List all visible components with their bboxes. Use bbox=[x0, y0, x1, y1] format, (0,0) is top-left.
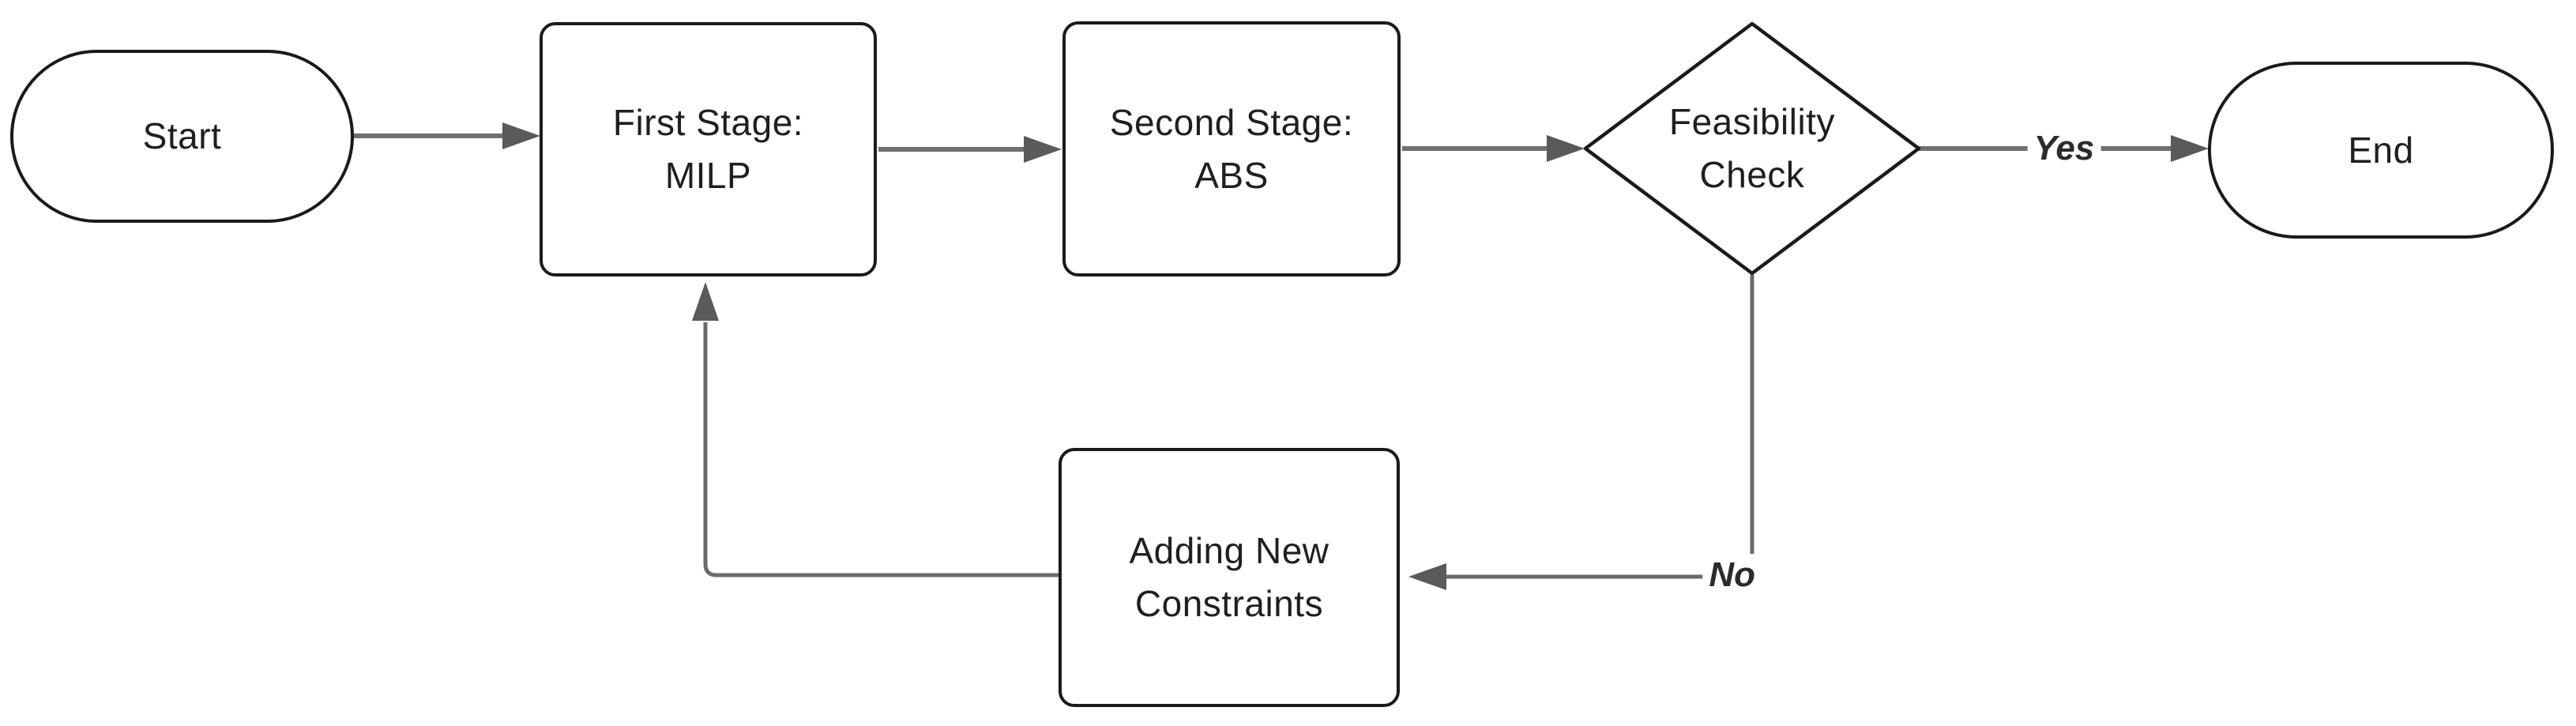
decision-diamond-shape bbox=[1583, 21, 1921, 276]
node-second-stage: Second Stage: ABS bbox=[1062, 21, 1401, 276]
arrowhead-right-icon bbox=[1547, 135, 1585, 162]
node-label-line2: ABS bbox=[1194, 154, 1269, 196]
node-end: End bbox=[2208, 62, 2554, 239]
node-label-line2: MILP bbox=[664, 155, 752, 196]
node-feasibility-check-label: Feasibility Check bbox=[1594, 93, 1910, 204]
node-label-line1: First Stage: bbox=[612, 102, 804, 143]
edge-second-stage-to-feasibility-check bbox=[1402, 135, 1585, 162]
arrowhead-up-icon bbox=[692, 282, 719, 321]
node-label: Start bbox=[142, 115, 222, 156]
arrowhead-right-icon bbox=[2171, 135, 2209, 162]
arrowhead-right-icon bbox=[1024, 136, 1062, 163]
node-label-line2: Constraints bbox=[1134, 583, 1324, 624]
arrowhead-left-icon bbox=[1408, 563, 1446, 590]
edge-label-no: No bbox=[1702, 554, 1762, 596]
node-label-line1: Second Stage: bbox=[1109, 101, 1354, 143]
edge-first-stage-to-second-stage bbox=[878, 136, 1062, 163]
edge-start-to-first-stage bbox=[354, 122, 540, 149]
node-label: End bbox=[2348, 129, 2414, 171]
node-label-line1: Adding New bbox=[1129, 530, 1329, 571]
arrowhead-right-icon bbox=[502, 122, 540, 149]
node-start: Start bbox=[10, 50, 354, 223]
edge-adding-constraints-to-first-stage bbox=[692, 282, 1060, 577]
edge-feasibility-check-to-adding-constraints bbox=[1408, 275, 1754, 590]
node-label-line2: Check bbox=[1699, 154, 1805, 195]
node-adding-constraints: Adding New Constraints bbox=[1059, 448, 1400, 707]
edge-label-yes: Yes bbox=[2027, 127, 2101, 170]
node-first-stage: First Stage: MILP bbox=[540, 22, 877, 276]
node-label-line1: Feasibility bbox=[1668, 101, 1835, 142]
